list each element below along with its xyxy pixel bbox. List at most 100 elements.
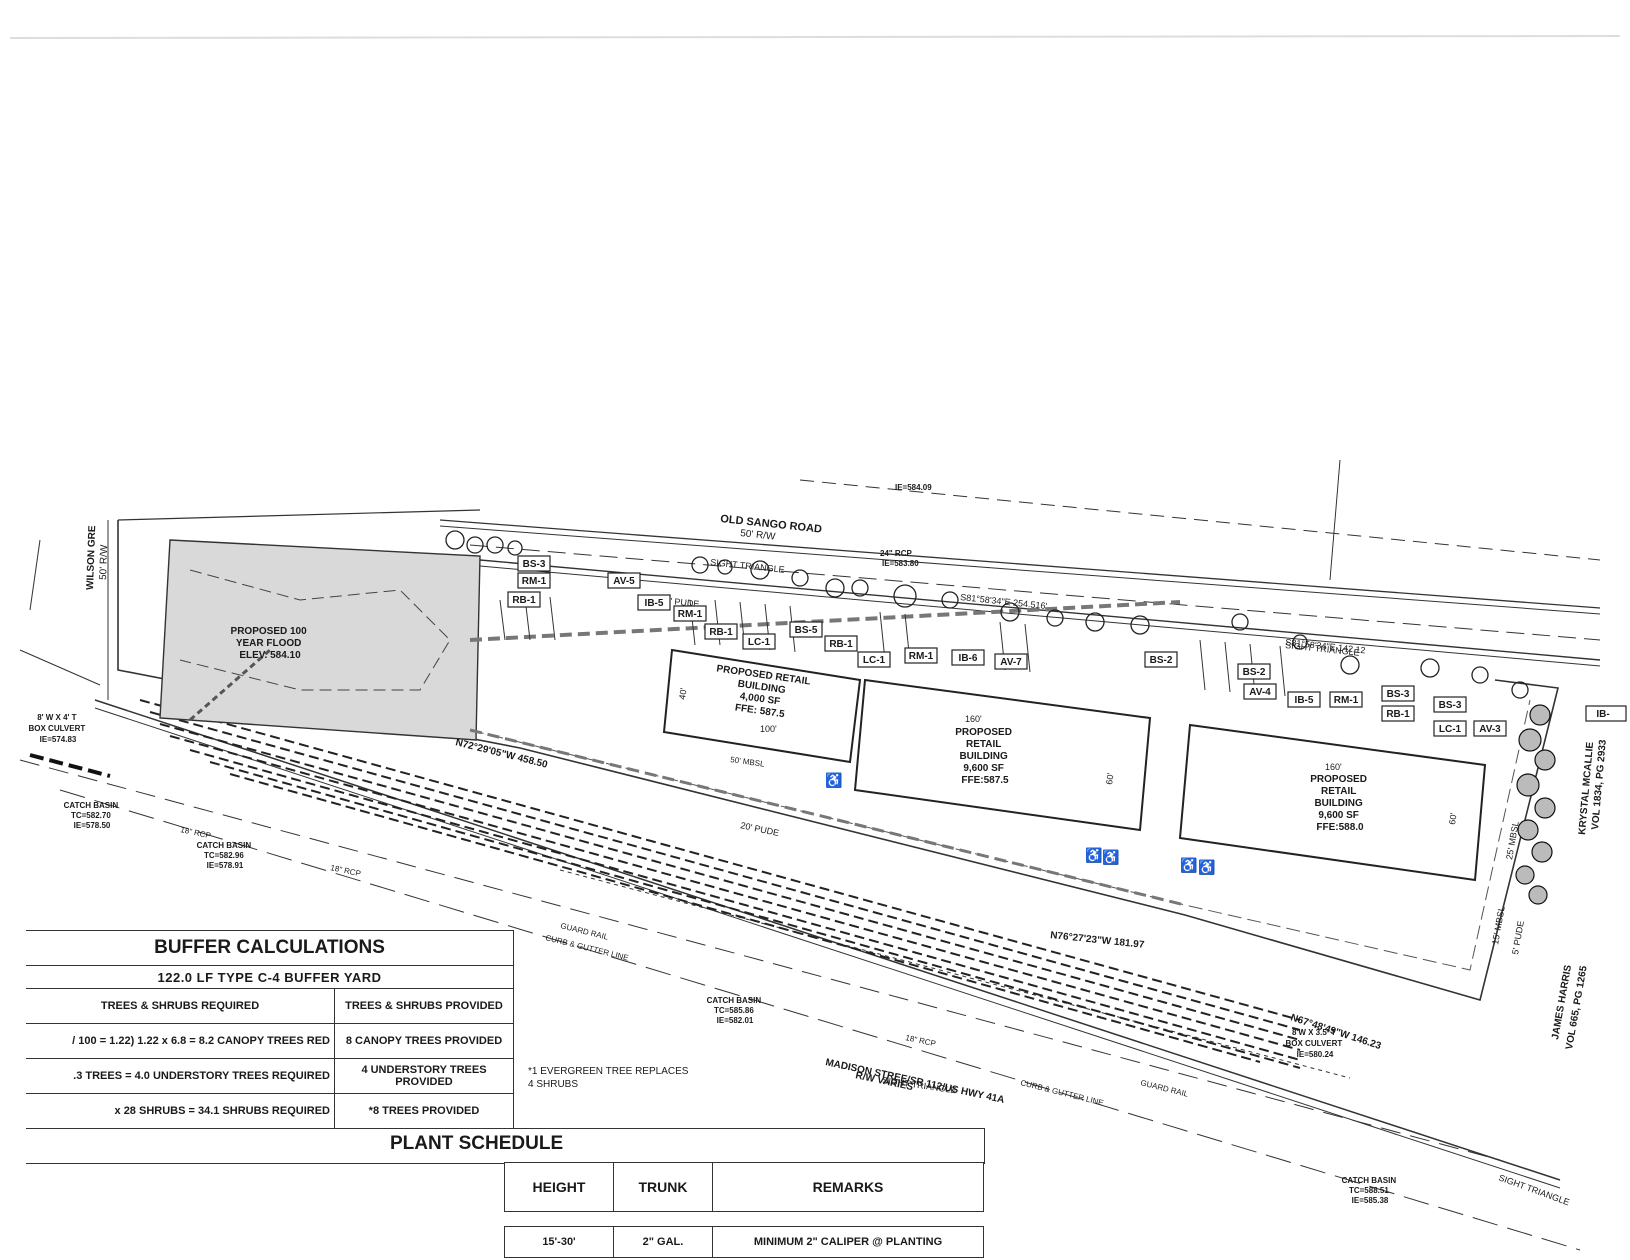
building-3-width: 160'	[1325, 762, 1342, 772]
plant-row-remarks: MINIMUM 2" CALIPER @ PLANTING	[712, 1226, 984, 1258]
svg-text:8'W X 3.5' T BOX CULVERT: 8'W X 3.5' T BOX CULVERT IE=580.24	[1286, 1028, 1345, 1059]
svg-text:RM-1: RM-1	[678, 609, 703, 620]
accessible-parking-icon: ♿ ♿♿ ♿♿	[825, 772, 1215, 876]
building-2-line-1: PROPOSED	[955, 727, 1012, 738]
catch-basin-2-l3: IE=578.91	[207, 861, 244, 870]
road-north-rw: 50' R/W	[740, 528, 777, 543]
building-3-outline: PROPOSED RETAIL BUILDING 9,600 SF FFE:58…	[1178, 723, 1487, 882]
svg-text:IB-6: IB-6	[959, 653, 978, 664]
mbsl-label: 50' MBSL	[730, 755, 766, 769]
bearing-north-1: S81°58'34"E 254.516'	[960, 592, 1048, 611]
svg-text:CATCH BASIN TC=582.70: CATCH BASIN TC=582.70 IE=578.50	[64, 801, 121, 830]
buffer-row-3-provided: *8 TREES PROVIDED	[334, 1093, 514, 1129]
property-boundary	[117, 520, 1559, 1001]
svg-text:RM-1: RM-1	[522, 576, 547, 587]
svg-text:♿: ♿	[1198, 859, 1215, 876]
plant-schedule-title: PLANT SCHEDULE	[390, 1133, 564, 1154]
svg-text:LC-1: LC-1	[1439, 724, 1462, 735]
plant-tag: AV-3	[1473, 720, 1507, 737]
plant-tag: RM-1	[1329, 691, 1363, 708]
plant-schedule-table: HEIGHT TRUNK REMARKS 15'-30' 2" GAL. MIN…	[504, 1162, 984, 1258]
building-2-width: 160'	[965, 714, 982, 724]
plant-tag: RB-1	[1381, 705, 1415, 722]
svg-text:♿: ♿	[1102, 849, 1119, 866]
svg-text:♿: ♿	[1180, 857, 1197, 874]
catch-basin-3-l3: IE=582.01	[717, 1016, 754, 1025]
catch-basin-3-l2: TC=585.86	[714, 1006, 754, 1015]
plant-tag: BS-3	[1381, 685, 1415, 702]
buffer-row-3-required: x 28 SHRUBS = 34.1 SHRUBS REQUIRED	[26, 1093, 335, 1129]
buffer-subtitle: 122.0 LF TYPE C-4 BUFFER YARD	[26, 965, 514, 989]
svg-text:♿: ♿	[825, 772, 842, 789]
curb-line-1: CURB & GUTTER LINE	[545, 933, 630, 962]
catch-basin-1-l2: TC=582.70	[71, 811, 111, 820]
catch-basin-2-l2: TC=582.96	[204, 851, 244, 860]
svg-text:AV-7: AV-7	[1000, 657, 1022, 668]
bearing-west: N72°29'05"W 458.50	[454, 737, 549, 771]
svg-text:RM-1: RM-1	[909, 651, 934, 662]
svg-text:IB-: IB-	[1596, 709, 1609, 720]
sight-triangle-4: SIGHT TRIANGLE	[1497, 1172, 1571, 1207]
svg-text:8' W X 4' T BOX CULVERT: 8' W X 4' T BOX CULVERT IE=574.83	[29, 713, 88, 744]
svg-text:LC-1: LC-1	[748, 637, 771, 648]
madison-street	[19, 699, 1581, 1251]
fifteen-mbsl: 15' MBSL	[1490, 905, 1507, 945]
plant-tag: RB-1	[507, 591, 541, 608]
plant-tag: RM-1	[673, 605, 707, 622]
buffer-note: *1 EVERGREEN TREE REPLACES 4 SHRUBS	[528, 1065, 688, 1091]
plant-tag: RB-1	[824, 635, 858, 652]
bearing-middle: N76°27'23"W 181.97	[1050, 930, 1146, 951]
plant-tag: AV-7	[994, 653, 1028, 670]
box-culvert-2-l1: 8'W X 3.5' T	[1292, 1028, 1336, 1037]
guard-rail-2: GUARD RAIL	[1140, 1078, 1190, 1099]
buffer-row-1-required: / 100 = 1.22) 1.22 x 6.8 = 8.2 CANOPY TR…	[26, 1023, 335, 1059]
catch-basin-4-l2: TC=588.51	[1349, 1186, 1389, 1195]
plant-col-height: HEIGHT	[504, 1162, 614, 1212]
plant-tag: AV-5	[607, 572, 641, 589]
buffer-note-line-2: 4 SHRUBS	[528, 1079, 579, 1090]
svg-text:CATCH BASIN TC=585.86: CATCH BASIN TC=585.86 IE=582.01	[707, 996, 764, 1025]
svg-text:BS-3: BS-3	[523, 559, 546, 570]
curb-line-2: CURB & GUTTER LINE	[1020, 1078, 1105, 1107]
catch-basin-1-l1: CATCH BASIN	[64, 801, 119, 810]
plant-tag: BS-3	[517, 555, 551, 572]
catch-basin-3-l1: CATCH BASIN	[707, 996, 762, 1005]
building-1-outline: PROPOSED RETAIL BUILDING 4,000 SF FFE: 5…	[662, 648, 862, 764]
building-2-depth: 60'	[1104, 772, 1116, 785]
plant-tag: LC-1	[1433, 720, 1467, 737]
plant-tag: BS-3	[1433, 696, 1467, 713]
box-culvert-2-l3: IE=580.24	[1297, 1050, 1334, 1059]
plant-row-height: 15'-30'	[504, 1226, 614, 1258]
rcp-24-l2: IE=583.80	[882, 559, 919, 568]
svg-text:RM-1: RM-1	[1334, 695, 1359, 706]
building-2-line-2: RETAIL	[966, 739, 1001, 750]
pude-south: 20' PUDE	[740, 820, 780, 838]
rcp-label-3: 18" RCP	[905, 1033, 937, 1048]
rcp-24-l1: 24" RCP	[880, 549, 912, 558]
building-3-line-1: PROPOSED	[1310, 774, 1367, 785]
svg-text:AV-3: AV-3	[1479, 724, 1501, 735]
svg-text:BS-3: BS-3	[1439, 700, 1462, 711]
svg-text:RB-1: RB-1	[512, 595, 536, 606]
box-culvert-1-l3: IE=574.83	[40, 735, 77, 744]
building-3-line-5: FFE:588.0	[1316, 822, 1364, 833]
catch-basin-4-l3: IE=585.38	[1352, 1196, 1389, 1205]
buffer-row-2-provided: 4 UNDERSTORY TREES PROVIDED	[334, 1058, 514, 1094]
ie-north: IE=584.09	[895, 483, 932, 492]
plant-tag: BS-5	[789, 621, 823, 638]
building-3-line-3: BUILDING	[1314, 798, 1363, 809]
catch-basin-4-l1: CATCH BASIN	[1342, 1176, 1397, 1185]
plant-tag: RM-1	[904, 647, 938, 664]
east-buffer-planting	[1515, 704, 1556, 905]
plant-col-trunk: TRUNK	[613, 1162, 713, 1212]
contour-hatching	[139, 699, 1301, 1069]
road-west-rw: 50' R/W	[98, 544, 110, 580]
buffer-calculations-table: BUFFER CALCULATIONS 122.0 LF TYPE C-4 BU…	[26, 930, 514, 1129]
plant-col-remarks: REMARKS	[712, 1162, 984, 1212]
plant-tag: IB-6	[951, 649, 985, 666]
flood-line-2: YEAR FLOOD	[236, 638, 302, 649]
box-culvert-1-l2: BOX CULVERT	[29, 724, 86, 733]
svg-text:CATCH BASIN TC=582.96: CATCH BASIN TC=582.96 IE=578.91	[197, 841, 254, 870]
svg-text:RB-1: RB-1	[709, 627, 733, 638]
